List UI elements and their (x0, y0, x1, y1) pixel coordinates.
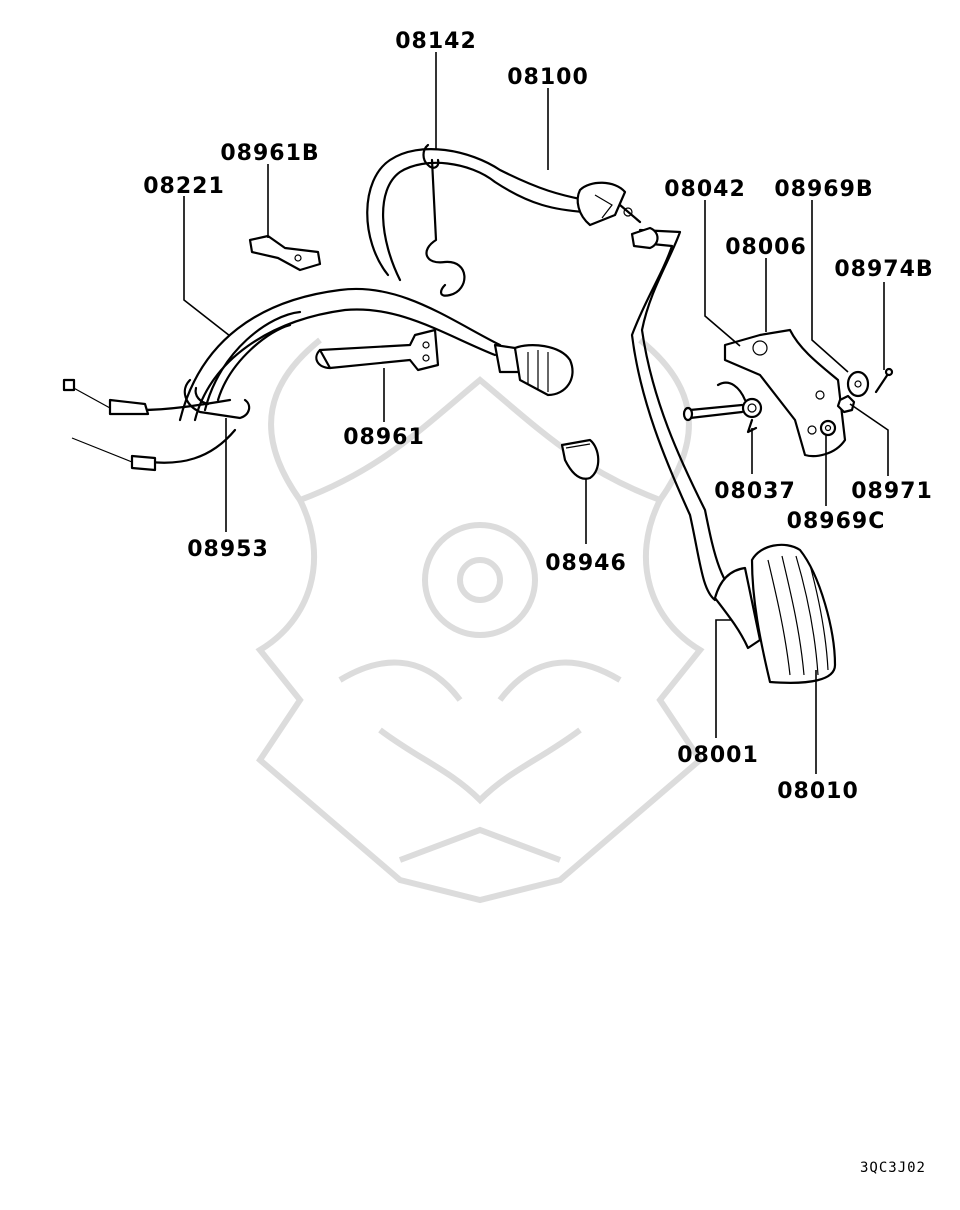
label-08969C[interactable]: 08969C (787, 509, 886, 534)
label-08006[interactable]: 08006 (725, 235, 807, 260)
label-08100[interactable]: 08100 (507, 65, 589, 90)
nut-08971[interactable] (836, 394, 856, 414)
label-08971[interactable]: 08971 (851, 479, 933, 504)
bracket-08961[interactable] (315, 328, 440, 372)
part-labels: 08142 08100 08961B 08221 08042 08969B 08… (143, 29, 933, 804)
pedal-bracket-08006[interactable] (723, 328, 847, 458)
label-08946[interactable]: 08946 (545, 551, 627, 576)
label-08142[interactable]: 08142 (395, 29, 477, 54)
label-08037[interactable]: 08037 (714, 479, 796, 504)
watermark-emblem (255, 337, 705, 904)
label-08221[interactable]: 08221 (143, 174, 225, 199)
clamp-08953[interactable] (183, 378, 251, 420)
washer-08969B[interactable] (846, 370, 870, 398)
pedal-pad-08010[interactable] (750, 543, 837, 684)
leader-lines (183, 52, 889, 774)
cable-assembly-08221[interactable] (62, 287, 574, 472)
label-08969B[interactable]: 08969B (774, 177, 873, 202)
drawing-code: 3QC3J02 (860, 1160, 926, 1176)
spring-08037[interactable] (682, 381, 763, 434)
label-08961[interactable]: 08961 (343, 425, 425, 450)
pedal-arm-08001[interactable] (630, 226, 762, 650)
label-08961B[interactable]: 08961B (220, 141, 319, 166)
cap-08946[interactable] (560, 438, 600, 480)
label-08001[interactable]: 08001 (677, 743, 759, 768)
label-08974B[interactable]: 08974B (834, 257, 933, 282)
label-08953[interactable]: 08953 (187, 537, 269, 562)
label-08010[interactable]: 08010 (777, 779, 859, 804)
washer-08969C[interactable] (819, 419, 837, 437)
clip-hook-08142[interactable] (422, 143, 466, 297)
screw-08974B[interactable] (874, 367, 894, 394)
throttle-cable-08100[interactable] (366, 148, 642, 282)
bracket-08961B[interactable] (248, 234, 322, 272)
label-08042[interactable]: 08042 (664, 177, 746, 202)
